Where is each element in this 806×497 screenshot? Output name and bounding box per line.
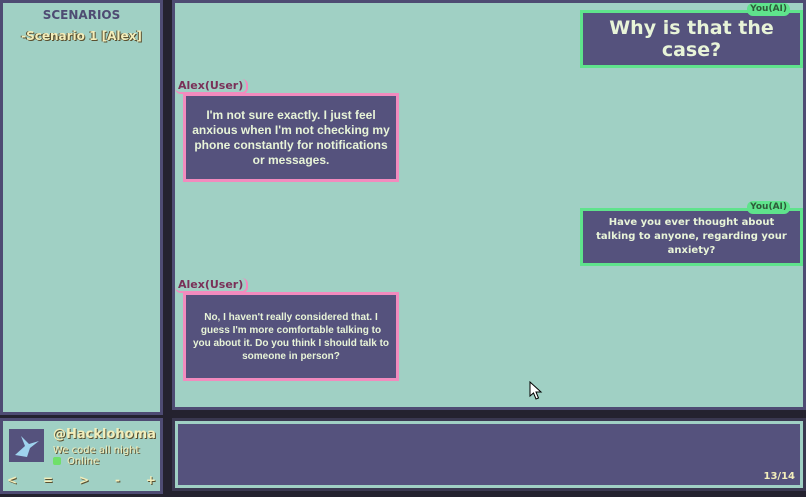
scenarios-title: SCENARIOS <box>42 8 121 22</box>
chat-panel: You(AI) Why is that the case? Alex(User)… <box>172 0 806 410</box>
user-message: Alex(User) I'm not sure exactly. I just … <box>175 79 399 182</box>
scenario-item[interactable]: -Scenario 1 [Alex] <box>21 29 142 43</box>
message-text: Why is that the case? <box>609 17 774 61</box>
sender-label: Alex(User) <box>175 278 249 293</box>
profile-panel: @Hacklohoma We code all night Online < =… <box>0 418 163 494</box>
zoom-out-button[interactable]: - <box>115 473 120 487</box>
message-text: I'm not sure exactly. I just feel anxiou… <box>192 107 390 167</box>
message-input[interactable] <box>178 424 800 485</box>
online-status-icon <box>53 457 61 465</box>
bird-icon <box>15 436 39 457</box>
menu-button[interactable]: = <box>43 473 54 487</box>
prev-button[interactable]: < <box>7 473 18 487</box>
user-message: Alex(User) No, I haven't really consider… <box>175 278 399 381</box>
sender-label: Alex(User) <box>175 79 249 94</box>
ai-message: You(AI) Why is that the case? <box>580 3 803 68</box>
sender-label: You(AI) <box>747 201 790 214</box>
input-panel: 13/14 <box>172 418 806 491</box>
message-text: No, I haven't really considered that. I … <box>192 311 390 362</box>
sender-label: You(AI) <box>747 3 790 16</box>
message-text: Have you ever thought about talking to a… <box>596 217 787 256</box>
status-text: Online <box>67 456 100 467</box>
username: @Hacklohoma <box>53 427 156 442</box>
ai-message: You(AI) Have you ever thought about talk… <box>580 201 803 266</box>
next-button[interactable]: > <box>79 473 90 487</box>
page-counter: 13/14 <box>763 471 795 482</box>
avatar <box>9 429 44 462</box>
user-subtitle: We code all night <box>53 445 140 456</box>
mouse-cursor-icon <box>529 381 543 400</box>
zoom-in-button[interactable]: + <box>145 473 156 487</box>
scenarios-panel: SCENARIOS -Scenario 1 [Alex] <box>0 0 163 415</box>
status: Online <box>53 456 99 467</box>
controls: < = > - + <box>7 473 156 487</box>
